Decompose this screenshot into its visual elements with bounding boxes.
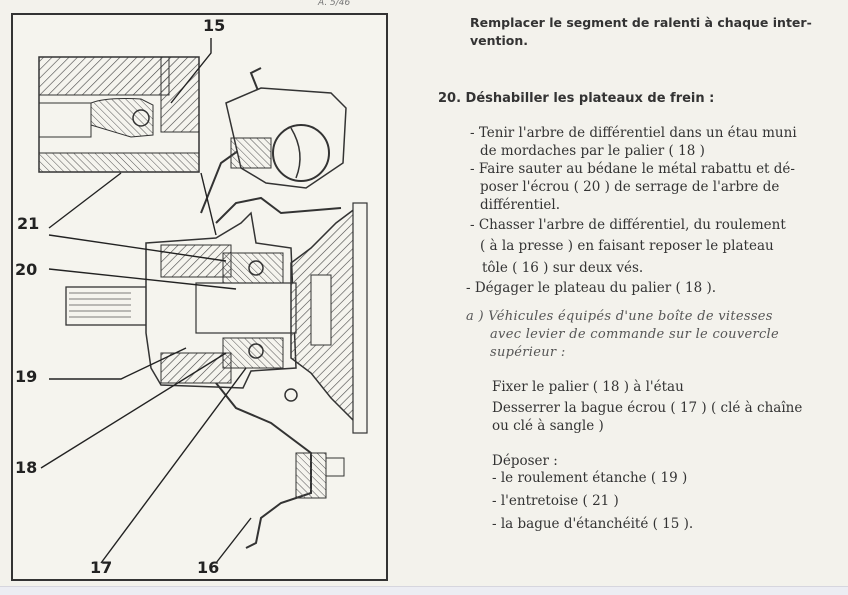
instruction-line: - Tenir l'arbre de différentiel dans un … [470,125,797,141]
instruction-line: différentiel. [480,197,561,213]
callout-20: 20 [15,260,38,279]
callout-16: 16 [197,558,220,577]
instruction-line: - Faire sauter au bédane le métal rabatt… [470,161,795,177]
brake-adjuster [284,388,345,499]
callout-leader-lines [40,38,252,564]
instruction-line: - Chasser l'arbre de différentiel, du ro… [470,217,786,233]
bearing-housing [145,211,297,389]
sub-instruction-line: Fixer le palier ( 18 ) à l'étau [492,379,684,395]
callout-18: 18 [15,458,38,477]
instruction-line: tôle ( 16 ) sur deux vés. [482,260,644,276]
wheel-cylinder [225,87,347,189]
callout-17: 17 [90,558,113,577]
deposer-item: - le roulement étanche ( 19 ) [492,470,688,486]
intro-line-2: vention. [470,33,529,48]
deposer-item: - l'entretoise ( 21 ) [492,493,619,509]
instruction-line: poser l'écrou ( 20 ) de serrage de l'arb… [480,179,780,195]
instruction-line: ( à la presse ) en faisant reposer le pl… [480,238,774,254]
sub-instruction-line: ou clé à sangle ) [492,418,604,434]
step-20-heading: 20. Déshabiller les plateaux de frein : [438,91,715,106]
sub-heading-line: supérieur : [490,345,566,360]
sub-heading-line: a ) Véhicules équipés d'une boîte de vit… [466,309,773,324]
callout-21: 21 [17,214,40,233]
instruction-line: de mordaches par le palier ( 18 ) [480,143,705,159]
sub-heading-line: avec levier de commande sur le couvercle [490,327,780,342]
viewer-bottom-edge [0,586,848,595]
figure-reference-mark: A. 5/46 [318,0,351,8]
sub-instruction-line: Desserrer la bague écrou ( 17 ) ( clé à … [492,400,803,416]
seal-detail-inset [38,56,200,173]
intro-line-1: Remplacer le segment de ralenti à chaque… [470,15,812,30]
instruction-line: - Dégager le plateau du palier ( 18 ). [466,280,717,296]
deposer-item: - la bague d'étanchéité ( 15 ). [492,516,694,532]
callout-15: 15 [203,16,226,35]
callout-19: 19 [15,367,38,386]
deposer-label: Déposer : [492,453,558,469]
wheel-hub [290,202,368,434]
brake-plate-assembly-diagram [38,38,368,564]
